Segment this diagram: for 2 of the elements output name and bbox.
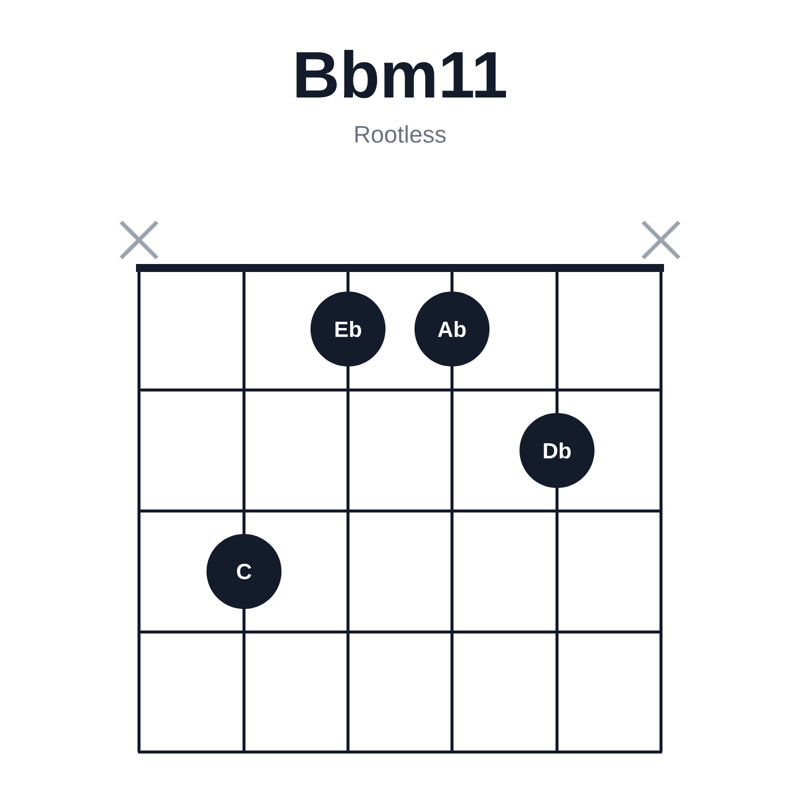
subtitle: Rootless: [355, 125, 446, 143]
chord-title: Bbm11: [296, 50, 506, 98]
